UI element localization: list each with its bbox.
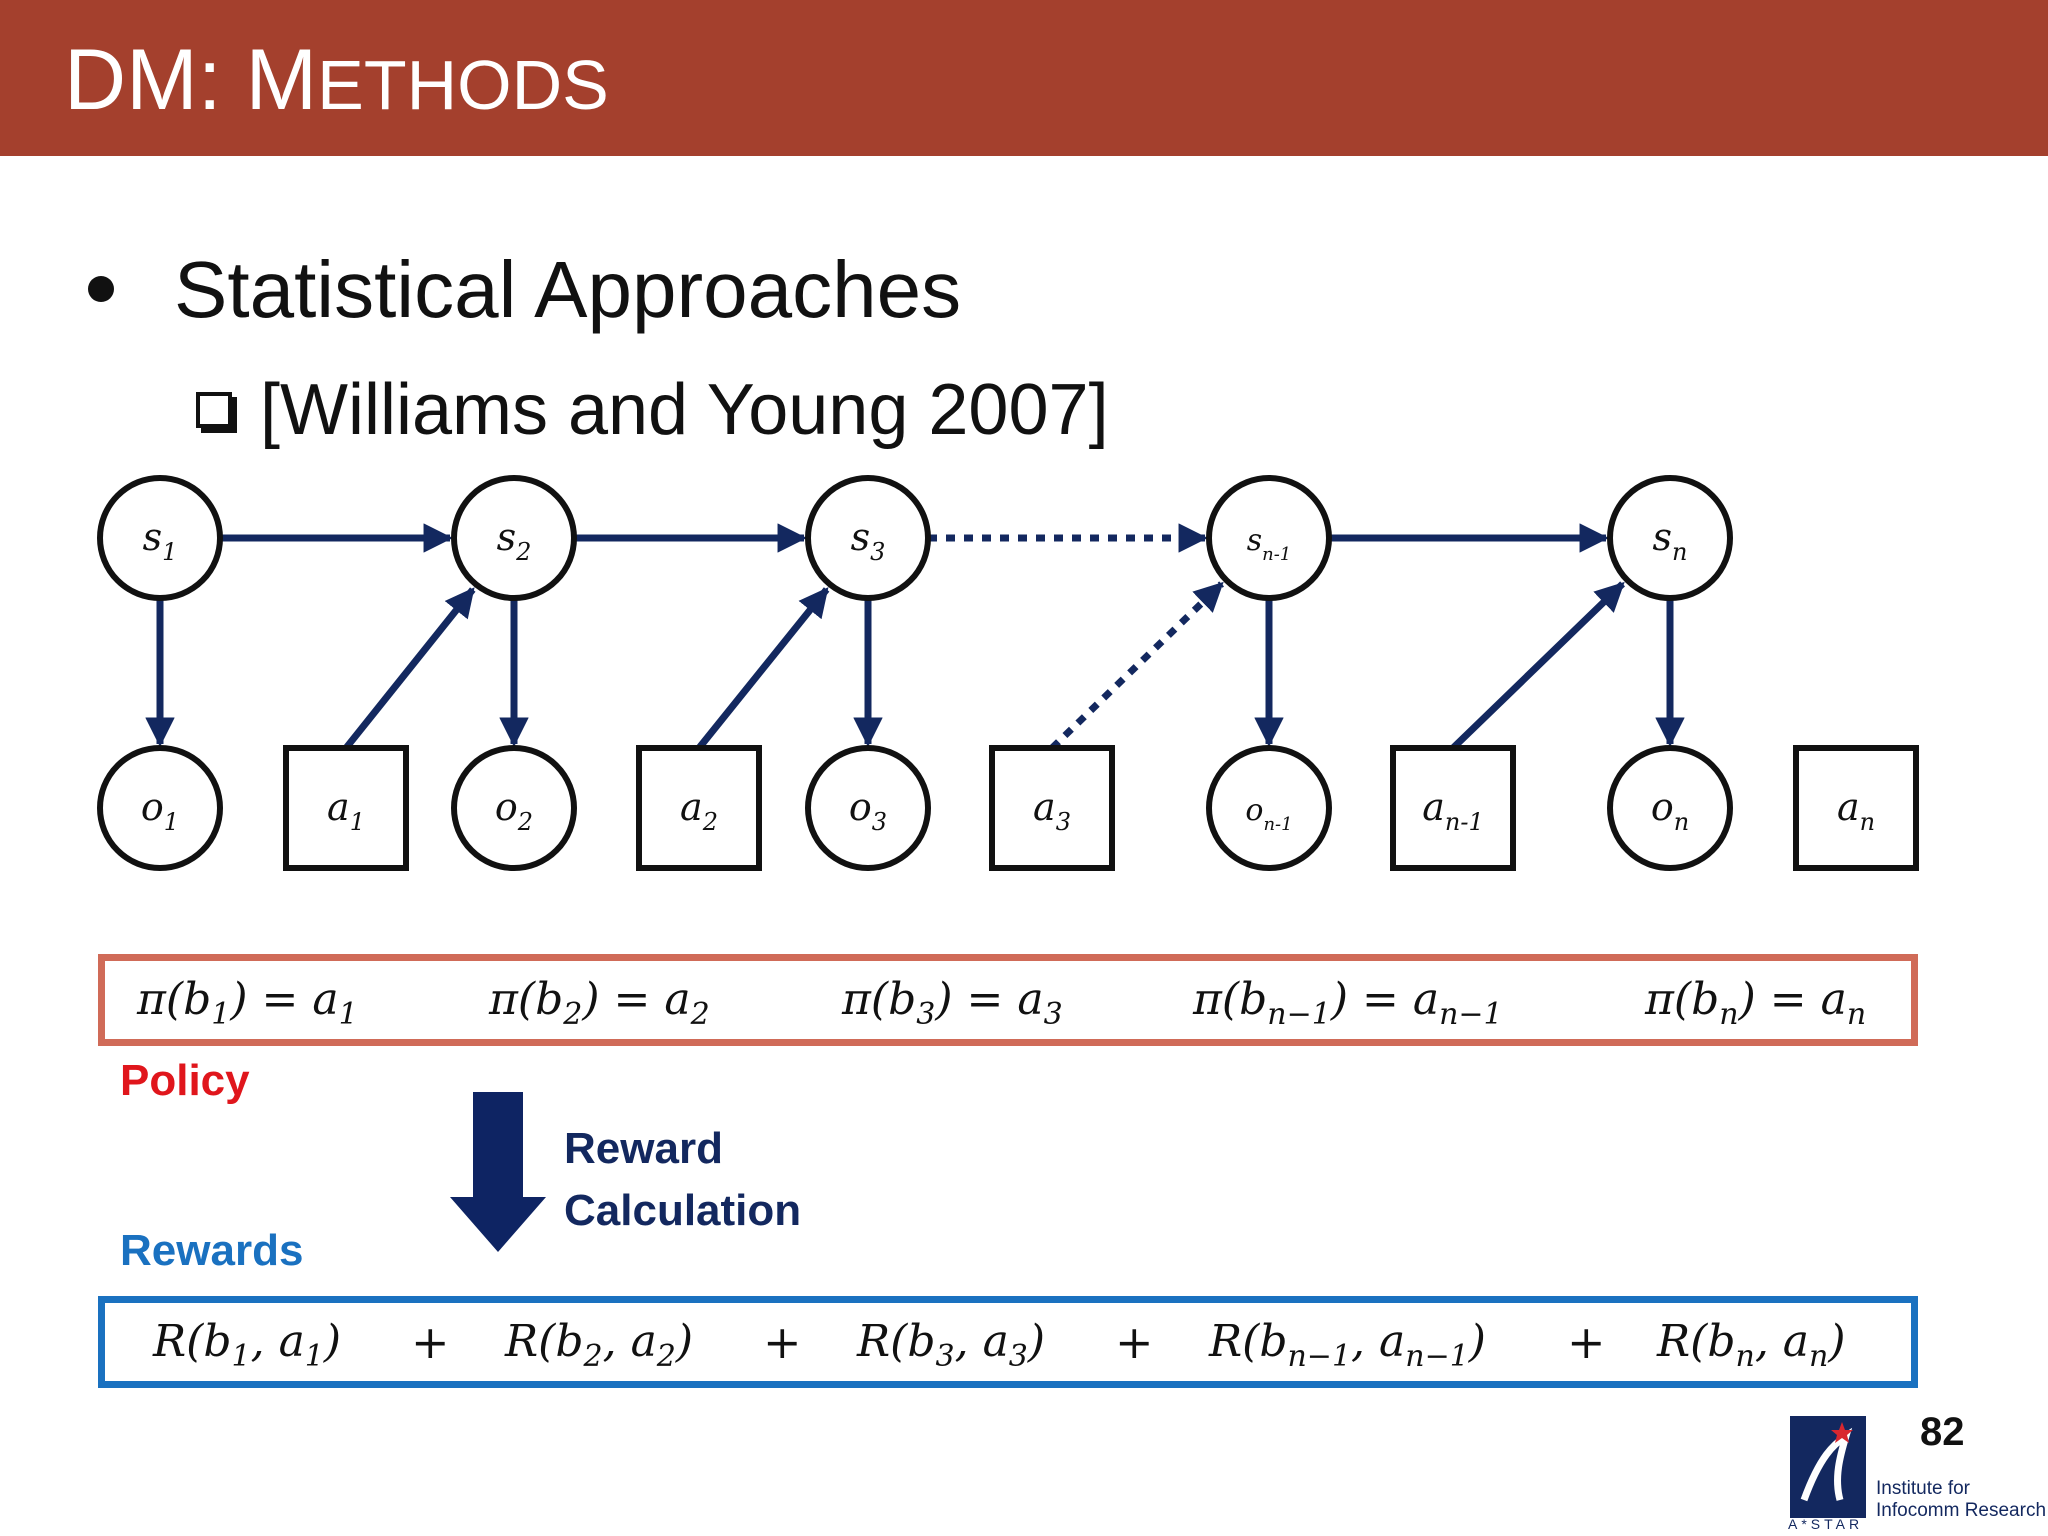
rewards-box: R(b1, a1) + R(b2, a2) + R(b3, a3) + R(bn−1, an… — [98, 1296, 1918, 1388]
observation-node — [1607, 745, 1733, 871]
observation-label: o1 — [141, 785, 179, 836]
rewards-label: Rewards — [120, 1226, 304, 1275]
logo-org-text: A*STAR — [1788, 1516, 1864, 1532]
down-arrow-icon — [450, 1092, 546, 1252]
state-node — [451, 475, 577, 601]
observation-node — [451, 745, 577, 871]
sub-bullet-text: [Williams and Young 2007] — [260, 370, 1109, 450]
action-node — [283, 745, 409, 871]
logo-institute-text: Institute for Infocomm Research — [1876, 1478, 2047, 1521]
bullet-text: Statistical Approaches — [174, 245, 962, 334]
action-arrow — [696, 587, 830, 751]
reward-term: R(bn, an) — [1657, 1316, 1846, 1374]
reward-term: R(bn−1, an−1) — [1209, 1316, 1486, 1374]
action-node — [1793, 745, 1919, 871]
observation-node — [1206, 745, 1332, 871]
policy-formula: π(b1) = a1 — [137, 974, 358, 1032]
action-arrow — [1450, 581, 1626, 751]
slide-title: DM: METHODS — [64, 32, 609, 128]
state-node — [97, 475, 223, 601]
reward-term: R(b1, a1) — [153, 1316, 342, 1374]
reward-term: R(b3, a3) — [857, 1316, 1046, 1374]
action-node — [1390, 745, 1516, 871]
reward-term: R(b2, a2) — [505, 1316, 694, 1374]
action-node — [636, 745, 762, 871]
policy-formula: π(b2) = a2 — [489, 974, 710, 1032]
policy-formula: π(bn) = an — [1645, 974, 1867, 1032]
observation-node — [97, 745, 223, 871]
policy-formula: π(bn−1) = an−1 — [1193, 974, 1503, 1032]
plus-operator: + — [1115, 1315, 1154, 1369]
plus-operator: + — [763, 1315, 802, 1369]
bullet-item: Statistical Approaches — [88, 240, 961, 340]
page-number: 82 — [1920, 1410, 1965, 1454]
state-node — [1206, 475, 1332, 601]
policy-formula: π(b3) = a3 — [842, 974, 1063, 1032]
sub-bullet-item: [Williams and Young 2007] — [196, 365, 1109, 455]
action-arrow — [343, 587, 476, 751]
checkbox-bullet-icon — [196, 391, 232, 428]
action-node — [989, 745, 1115, 871]
plus-operator: + — [1567, 1315, 1606, 1369]
reward-calculation-label: Reward Calculation — [564, 1124, 802, 1235]
state-node — [1607, 475, 1733, 601]
observation-node — [805, 745, 931, 871]
policy-label: Policy — [120, 1056, 250, 1105]
plus-operator: + — [411, 1315, 450, 1369]
policy-box: π(b1) = a1 π(b2) = a2 π(b3) = a3 π(bn−1) = … — [98, 954, 1918, 1046]
bullet-dot-icon — [88, 275, 114, 302]
state-node — [805, 475, 931, 601]
title-bar: DM: METHODS — [0, 0, 2048, 156]
astar-logo-icon — [1790, 1416, 1866, 1518]
action-arrow — [1049, 581, 1225, 751]
